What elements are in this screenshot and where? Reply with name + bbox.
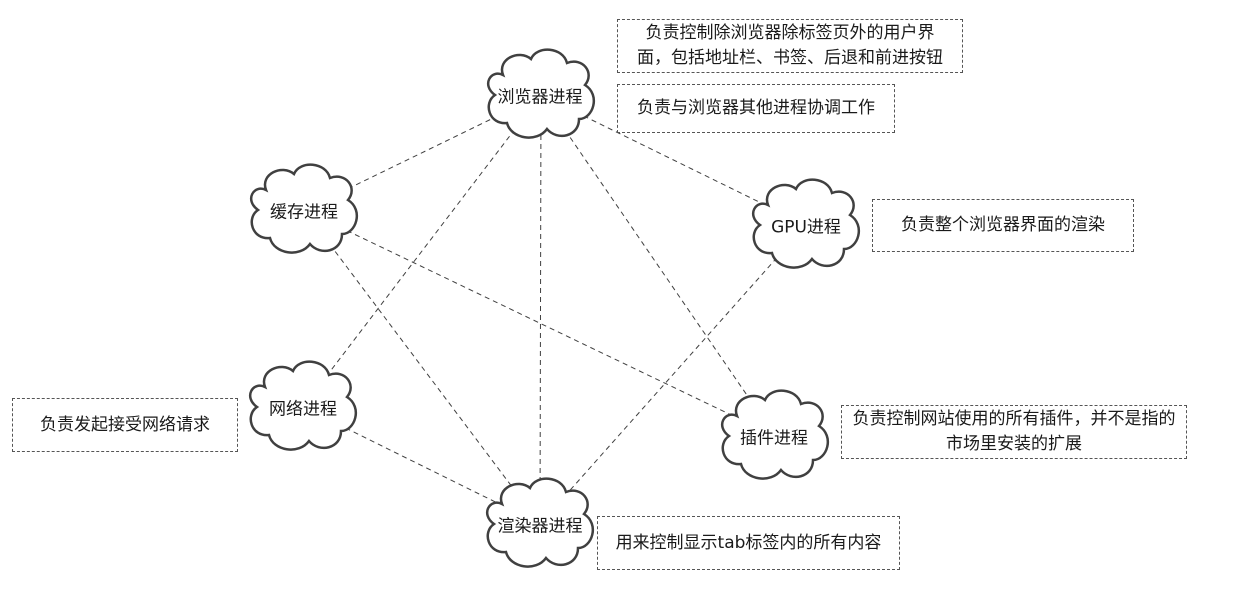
network-note: 负责发起接受网络请求: [12, 398, 238, 452]
edge-gpu-renderer: [568, 257, 778, 492]
edge-cache-plugin: [346, 230, 733, 416]
network-process-label: 网络进程: [269, 399, 337, 420]
edge-network-renderer: [345, 427, 498, 504]
browser-process-label: 浏览器进程: [497, 87, 583, 108]
edge-browser-plugin: [564, 129, 752, 402]
renderer-note: 用来控制显示tab标签内的所有内容: [597, 516, 900, 570]
edge-browser-cache: [346, 115, 499, 190]
edge-browser-gpu: [583, 115, 764, 205]
edge-cache-renderer: [329, 243, 515, 491]
plugin-note: 负责控制网站使用的所有插件，并不是指的市场里安装的扩展: [841, 405, 1187, 459]
browser-ui-note: 负责控制除浏览器除标签页外的用户界面，包括地址栏、书签、后退和前进按钮: [617, 19, 963, 73]
gpu-process-label: GPU进程: [771, 217, 841, 238]
edge-browser-network: [328, 128, 516, 374]
edge-browser-renderer: [539, 134, 542, 485]
browser-coordination-note: 负责与浏览器其他进程协调工作: [617, 84, 895, 133]
renderer-process-label: 渲染器进程: [497, 516, 583, 537]
cache-process-label: 缓存进程: [270, 202, 338, 223]
gpu-note: 负责整个浏览器界面的渲染: [872, 199, 1134, 252]
connection-lines: [328, 115, 778, 504]
plugin-process-label: 插件进程: [740, 428, 808, 449]
